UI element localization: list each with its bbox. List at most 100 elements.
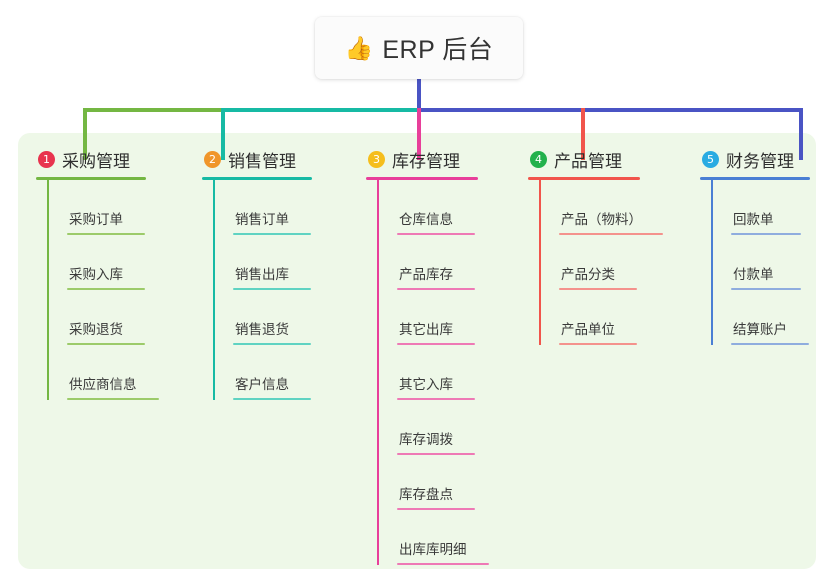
branch-header-label: 采购管理 bbox=[62, 151, 130, 171]
leaf-node-underline bbox=[397, 343, 475, 345]
branch-spine bbox=[213, 180, 215, 400]
leaf-node-label: 库存调拨 bbox=[399, 432, 453, 447]
leaf-node-label: 付款单 bbox=[733, 267, 774, 282]
leaf-node-underline bbox=[233, 288, 311, 290]
branch-leaf-list: 采购订单采购入库采购退货供应商信息 bbox=[47, 180, 159, 400]
bus-segment-green bbox=[83, 108, 223, 112]
leaf-node-underline bbox=[67, 233, 145, 235]
leaf-node-underline bbox=[67, 398, 159, 400]
thumbs-up-icon: 👍 bbox=[344, 34, 374, 61]
drop-connector-4 bbox=[581, 108, 585, 160]
leaf-node-underline bbox=[559, 343, 637, 345]
branch-header-label: 销售管理 bbox=[228, 151, 296, 171]
leaf-node-label: 销售退货 bbox=[235, 322, 289, 337]
branch-number-badge: 5 bbox=[702, 150, 719, 168]
leaf-node[interactable]: 库存盘点 bbox=[377, 455, 489, 510]
leaf-node[interactable]: 结算账户 bbox=[711, 290, 810, 345]
leaf-node-underline bbox=[397, 453, 475, 455]
branch-number-badge: 2 bbox=[204, 150, 221, 168]
leaf-node[interactable]: 库存调拨 bbox=[377, 400, 489, 455]
root-node[interactable]: 👍 ERP 后台 bbox=[315, 17, 523, 79]
branch-leaf-list: 回款单付款单结算账户 bbox=[711, 180, 810, 345]
leaf-node-label: 采购订单 bbox=[69, 212, 123, 227]
leaf-node[interactable]: 付款单 bbox=[711, 235, 810, 290]
leaf-node[interactable]: 供应商信息 bbox=[47, 345, 159, 400]
leaf-node-label: 产品单位 bbox=[561, 322, 615, 337]
branch-spine bbox=[711, 180, 713, 345]
branch-header-label: 库存管理 bbox=[392, 151, 460, 171]
branch-header-1[interactable]: 1 采购管理 bbox=[36, 146, 159, 172]
leaf-node-underline bbox=[397, 508, 475, 510]
leaf-node-label: 出库库明细 bbox=[399, 542, 467, 557]
leaf-node-underline bbox=[397, 563, 489, 565]
branch-column-1: 1 采购管理采购订单采购入库采购退货供应商信息 bbox=[36, 146, 159, 400]
leaf-node-label: 仓库信息 bbox=[399, 212, 453, 227]
leaf-node-label: 客户信息 bbox=[235, 377, 289, 392]
leaf-node[interactable]: 其它入库 bbox=[377, 345, 489, 400]
branch-column-3: 3 库存管理仓库信息产品库存其它出库其它入库库存调拨库存盘点出库库明细 bbox=[366, 146, 489, 565]
branch-number-badge: 3 bbox=[368, 150, 385, 168]
leaf-node[interactable]: 销售退货 bbox=[213, 290, 312, 345]
branch-leaf-list: 产品（物料） 产品分类产品单位 bbox=[539, 180, 663, 345]
leaf-node[interactable]: 产品单位 bbox=[539, 290, 663, 345]
branch-header-2[interactable]: 2 销售管理 bbox=[202, 146, 312, 172]
leaf-node-label: 产品（物料） bbox=[561, 212, 642, 227]
leaf-node[interactable]: 产品（物料） bbox=[539, 180, 663, 235]
leaf-node-label: 产品分类 bbox=[561, 267, 615, 282]
branch-spine bbox=[539, 180, 541, 345]
branch-column-5: 5 财务管理回款单付款单结算账户 bbox=[700, 146, 810, 345]
leaf-node[interactable]: 采购订单 bbox=[47, 180, 159, 235]
bus-segment-teal bbox=[221, 108, 419, 112]
leaf-node[interactable]: 出库库明细 bbox=[377, 510, 489, 565]
leaf-node[interactable]: 其它出库 bbox=[377, 290, 489, 345]
branch-leaf-list: 销售订单销售出库销售退货客户信息 bbox=[213, 180, 312, 400]
branch-header-5[interactable]: 5 财务管理 bbox=[700, 146, 810, 172]
branch-header-3[interactable]: 3 库存管理 bbox=[366, 146, 489, 172]
leaf-node-underline bbox=[559, 288, 637, 290]
leaf-node-label: 销售订单 bbox=[235, 212, 289, 227]
leaf-node[interactable]: 采购退货 bbox=[47, 290, 159, 345]
branch-header-underline bbox=[36, 177, 146, 180]
leaf-node[interactable]: 销售订单 bbox=[213, 180, 312, 235]
drop-connector-1 bbox=[83, 108, 87, 160]
leaf-node-underline bbox=[731, 343, 809, 345]
leaf-node-underline bbox=[731, 288, 801, 290]
leaf-node-label: 供应商信息 bbox=[69, 377, 137, 392]
leaf-node-underline bbox=[559, 233, 663, 235]
leaf-node[interactable]: 回款单 bbox=[711, 180, 810, 235]
branch-header-underline bbox=[202, 177, 312, 180]
leaf-node[interactable]: 客户信息 bbox=[213, 345, 312, 400]
leaf-node-label: 产品库存 bbox=[399, 267, 453, 282]
bus-segment-blue bbox=[417, 108, 803, 112]
leaf-node[interactable]: 仓库信息 bbox=[377, 180, 489, 235]
leaf-node-underline bbox=[397, 288, 475, 290]
branch-header-label: 产品管理 bbox=[554, 151, 622, 171]
leaf-node-underline bbox=[67, 343, 145, 345]
drop-connector-5 bbox=[799, 108, 803, 160]
diagram-background-panel bbox=[18, 133, 816, 569]
leaf-node-underline bbox=[731, 233, 801, 235]
leaf-node-underline bbox=[397, 398, 475, 400]
leaf-node-label: 其它入库 bbox=[399, 377, 453, 392]
root-node-title: ERP 后台 bbox=[382, 36, 494, 64]
leaf-node[interactable]: 产品库存 bbox=[377, 235, 489, 290]
drop-connector-3 bbox=[417, 108, 421, 160]
leaf-node-underline bbox=[67, 288, 145, 290]
drop-connector-2 bbox=[221, 108, 225, 160]
leaf-node-underline bbox=[233, 398, 311, 400]
branch-number-badge: 1 bbox=[38, 150, 55, 168]
leaf-node[interactable]: 销售出库 bbox=[213, 235, 312, 290]
branch-header-label: 财务管理 bbox=[726, 151, 794, 171]
leaf-node-label: 采购入库 bbox=[69, 267, 123, 282]
leaf-node[interactable]: 采购入库 bbox=[47, 235, 159, 290]
branch-header-underline bbox=[528, 177, 640, 180]
leaf-node-underline bbox=[233, 343, 311, 345]
branch-leaf-list: 仓库信息产品库存其它出库其它入库库存调拨库存盘点出库库明细 bbox=[377, 180, 489, 565]
branch-column-2: 2 销售管理销售订单销售出库销售退货客户信息 bbox=[202, 146, 312, 400]
leaf-node[interactable]: 产品分类 bbox=[539, 235, 663, 290]
branch-header-underline bbox=[366, 177, 478, 180]
leaf-node-label: 库存盘点 bbox=[399, 487, 453, 502]
